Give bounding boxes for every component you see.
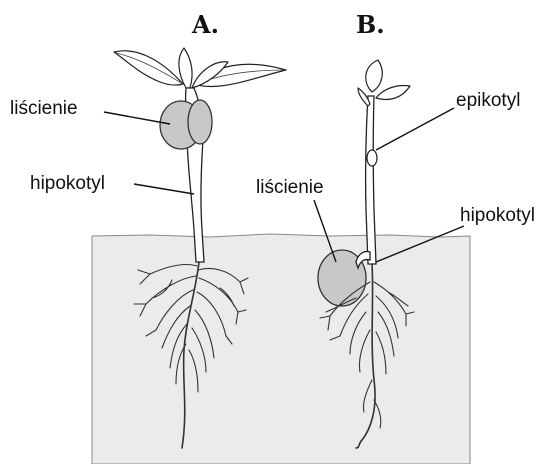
seedling-a-cotyledon-back [188, 100, 212, 144]
leader-a-hypocotyl [134, 184, 194, 194]
panel-a-letter: A. [191, 10, 219, 39]
panel-b-letter: B. [356, 10, 385, 39]
label-a-cotyledons: liścienie [10, 98, 78, 119]
leader-b-epicotyl [376, 108, 454, 150]
label-a-hypocotyl: hipokotyl [30, 173, 105, 194]
seedling-a-leaf-left [114, 51, 183, 85]
label-b-hypocotyl: hipokotyl [460, 205, 535, 226]
label-b-epicotyl: epikotyl [456, 90, 520, 111]
seedling-b-leaf-right [376, 86, 410, 100]
soil-area [92, 234, 470, 464]
leader-a-cotyledons [104, 112, 170, 124]
seedling-b-leaf-top [366, 60, 383, 92]
label-b-cotyledons: liścienie [256, 177, 324, 198]
seedling-b-epicotyl-bud [367, 150, 377, 166]
seedling-b-stem [366, 96, 376, 264]
